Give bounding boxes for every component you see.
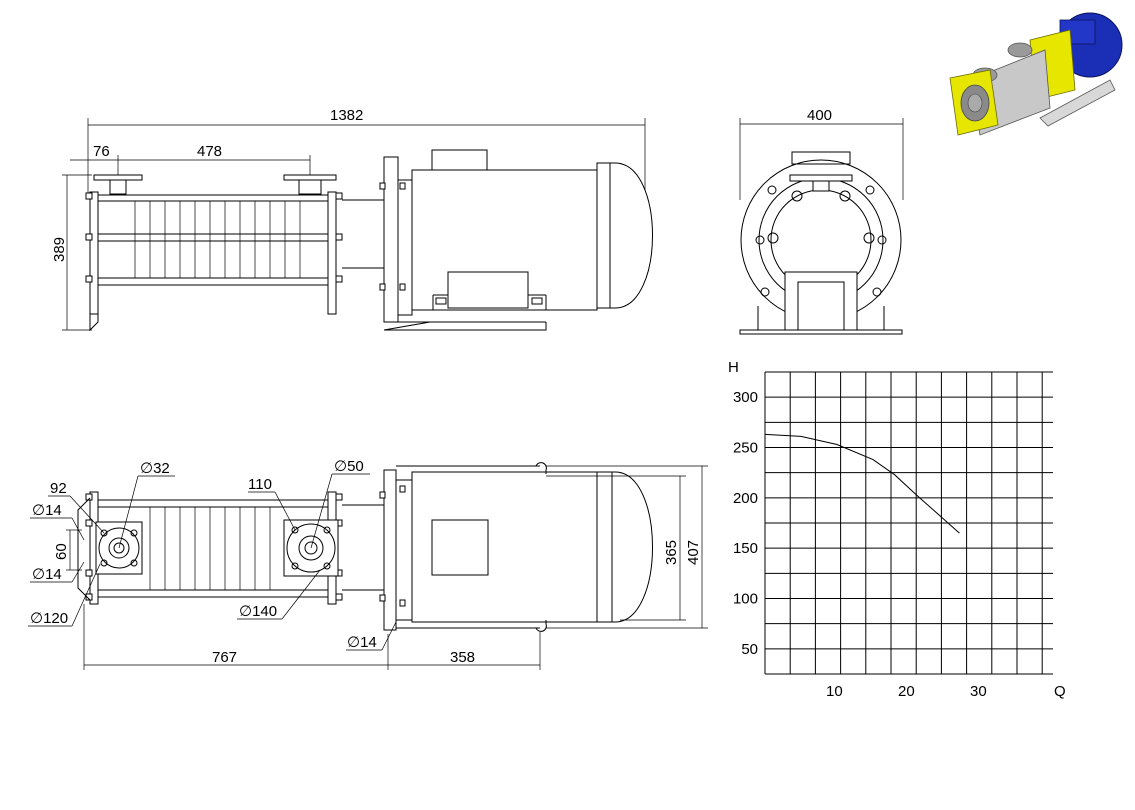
pump-stages-side <box>97 194 329 286</box>
pump-3d-render <box>949 12 1123 136</box>
dim-hole-2: ∅14 <box>32 566 62 583</box>
dim-92: 92 <box>50 480 67 497</box>
terminal-box-top <box>431 519 489 576</box>
stage-lines-top <box>149 507 271 590</box>
bolts-top <box>85 493 343 601</box>
y-tick-label: 50 <box>741 641 758 658</box>
dim-400: 400 <box>807 107 832 124</box>
x-tick-label: 30 <box>970 683 987 700</box>
y-tick-label: 100 <box>733 591 758 608</box>
chart-series-line <box>764 433 960 534</box>
y-tick-label: 150 <box>733 540 758 557</box>
dim-hole-1: ∅14 <box>32 502 62 519</box>
top-view: ∅32 ∅50 92 110 ∅14 60 ∅14 ∅120 ∅140 <box>28 458 708 670</box>
dim-76: 76 <box>93 143 110 160</box>
x-tick-label: 20 <box>898 683 915 700</box>
dim-389: 389 <box>51 237 68 262</box>
y-tick-label: 300 <box>733 389 758 406</box>
motor-top <box>379 462 653 632</box>
end-view: 400 <box>739 107 904 335</box>
dim-flange-b: ∅140 <box>239 603 277 620</box>
y-tick-label: 200 <box>733 490 758 507</box>
chart-ylabel: H <box>728 359 739 376</box>
dim-767: 767 <box>212 649 237 666</box>
bolts-side <box>85 192 343 283</box>
dim-base-hole: ∅14 <box>347 634 377 651</box>
motor-side <box>379 149 653 331</box>
flange-a-top <box>93 174 143 181</box>
performance-chart: H Q 10 20 30 50 100 150 200 250 300 <box>728 359 1066 700</box>
dim-358: 358 <box>450 649 475 666</box>
dim-407: 407 <box>685 540 702 565</box>
dim-365: 365 <box>663 540 680 565</box>
dim-port-a: ∅32 <box>140 460 170 477</box>
dim-port-b: ∅50 <box>334 458 364 475</box>
stage-lines <box>134 201 301 278</box>
x-tick-label: 10 <box>826 683 843 700</box>
dim-110: 110 <box>248 476 272 493</box>
dim-1382: 1382 <box>330 107 363 124</box>
dim-478: 478 <box>197 143 222 160</box>
chart-xlabel: Q <box>1054 683 1066 700</box>
dim-60: 60 <box>53 543 70 560</box>
dim-flange-a: ∅120 <box>30 610 68 627</box>
terminal-box <box>431 149 488 171</box>
chart-grid <box>764 371 1053 675</box>
flange-b-top <box>283 174 337 181</box>
y-tick-label: 250 <box>733 440 758 457</box>
end-base <box>739 329 903 335</box>
chart-ticks: 10 20 30 50 100 150 200 250 300 <box>733 389 987 700</box>
side-view: 1382 76 478 389 <box>51 107 653 332</box>
